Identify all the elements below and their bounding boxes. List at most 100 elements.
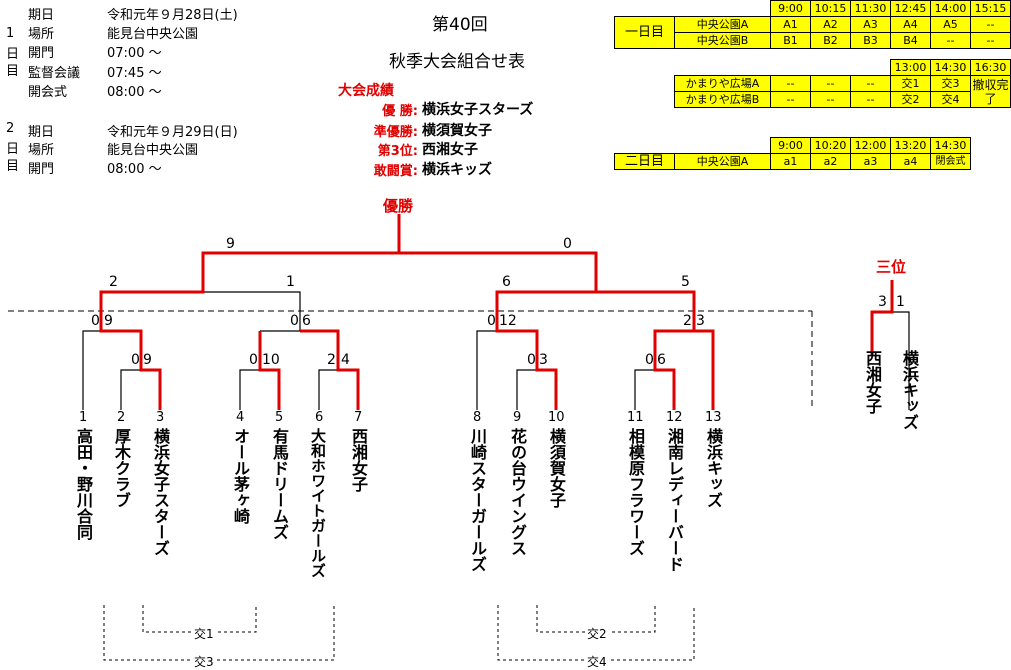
team-number: 9 (513, 410, 522, 425)
first-round-score: 3 (539, 352, 548, 368)
slot-cell: 交4 (930, 91, 971, 108)
slot-cell: a4 (890, 153, 931, 170)
team-name: 有馬ドリームズ (270, 428, 289, 540)
third-team-name: 西湘女子 (863, 350, 882, 414)
team-number: 8 (473, 410, 482, 425)
result-team: 横浜女子スターズ (422, 102, 534, 118)
team-name: 川崎スターガールズ (468, 428, 487, 572)
day1-side-2: 日 (6, 47, 20, 62)
first-round-score: 6 (657, 352, 666, 368)
info-value: 能見台中央公園 (107, 143, 199, 158)
page-subtitle: 秋季大会組合せ表 (389, 52, 525, 72)
result-team: 西湘女子 (422, 142, 478, 158)
champion-label: 優勝 (383, 197, 414, 215)
result-label: 第3位: (377, 144, 418, 159)
info-value: 07:45 ～ (107, 66, 162, 81)
slot-cell: -- (970, 16, 1011, 33)
day2-side-2: 日 (6, 142, 20, 157)
quarter-score: 0 (290, 313, 299, 329)
slot-cell: A4 (890, 16, 931, 33)
team-name: 横浜女子スターズ (151, 428, 170, 556)
slot-cell: B1 (770, 32, 811, 49)
team-number: 5 (275, 410, 284, 425)
day2-side-3: 目 (6, 159, 20, 174)
first-round-score: 4 (341, 352, 350, 368)
slot-cell: 交1 (890, 75, 931, 92)
result-team: 横浜キッズ (422, 162, 492, 178)
final-score: 9 (226, 236, 235, 252)
slot-cell: 交2 (890, 91, 931, 108)
team-name: 大和ホワイトガールズ (309, 428, 327, 578)
semi-score: 5 (681, 274, 690, 290)
day-label: 一日目 (614, 16, 675, 49)
info-label: 開門 (28, 162, 55, 177)
slot-cell: 交3 (930, 75, 971, 92)
info-label: 場所 (28, 27, 55, 42)
slot-cell: 閉会式 (930, 153, 971, 170)
quarter-score: 0 (91, 313, 100, 329)
venue-cell: 中央公園B (674, 32, 771, 49)
info-label: 監督会議 (28, 66, 81, 81)
quarter-score: 3 (696, 313, 705, 329)
result-label: 優 勝: (382, 104, 418, 119)
quarter-score: 12 (499, 313, 517, 329)
time-cell: 14:30 (930, 59, 971, 76)
team-number: 6 (315, 410, 324, 425)
day1-side-1: 1 (6, 26, 15, 41)
time-cell: 11:30 (850, 0, 891, 17)
info-value: 令和元年９月29日(日) (107, 125, 238, 140)
page-title: 第40回 (432, 15, 488, 35)
third-place-label: 三位 (876, 258, 907, 276)
time-cell: 10:20 (810, 137, 851, 154)
team-name: 相模原フラワーズ (626, 428, 645, 556)
slot-cell: A2 (810, 16, 851, 33)
info-value: 08:00 ～ (107, 162, 162, 177)
results-heading: 大会成績 (338, 83, 394, 99)
team-number: 12 (666, 410, 683, 425)
cross-label: 交1 (192, 625, 216, 642)
cross-label: 交2 (585, 625, 609, 642)
team-number: 4 (236, 410, 245, 425)
time-cell: 12:45 (890, 0, 931, 17)
day-label: 二日目 (614, 153, 675, 170)
team-number: 7 (354, 410, 363, 425)
team-name: 花の台ウイングス (508, 428, 527, 556)
time-cell: 13:20 (890, 137, 931, 154)
quarter-score: 0 (487, 313, 496, 329)
quarter-score: 6 (302, 313, 311, 329)
first-round-score: 9 (143, 352, 152, 368)
team-number: 11 (627, 410, 644, 425)
team-number: 2 (117, 410, 126, 425)
semi-score: 1 (286, 274, 295, 290)
third-place-score: 3 (878, 294, 887, 310)
quarter-score: 2 (683, 313, 692, 329)
slot-cell: -- (770, 75, 811, 92)
slot-cell: -- (850, 75, 891, 92)
result-label: 敢闘賞: (373, 164, 418, 179)
dashed-divider (8, 310, 813, 355)
first-round-score: 0 (131, 352, 140, 368)
time-cell: 14:00 (930, 0, 971, 17)
team-number: 10 (548, 410, 565, 425)
result-team: 横須賀女子 (422, 123, 492, 139)
slot-cell: a3 (850, 153, 891, 170)
team-name: 横浜キッズ (704, 428, 723, 508)
time-cell: 15:15 (970, 0, 1011, 17)
merged-cell: 撤収完了 (970, 75, 1011, 108)
slot-cell: -- (810, 91, 851, 108)
team-name: 西湘女子 (349, 428, 368, 492)
day1-side-3: 目 (6, 64, 20, 79)
third-place-score: 1 (896, 294, 905, 310)
time-cell: 14:30 (930, 137, 971, 154)
slot-cell: B3 (850, 32, 891, 49)
venue-cell: 中央公園A (674, 153, 771, 170)
slot-cell: -- (850, 91, 891, 108)
slot-cell: A5 (930, 16, 971, 33)
slot-cell: -- (930, 32, 971, 49)
semi-score: 2 (109, 274, 118, 290)
cross-label: 交3 (192, 653, 216, 670)
info-label: 開門 (28, 46, 55, 61)
venue-cell: 中央公園A (674, 16, 771, 33)
team-number: 13 (705, 410, 722, 425)
